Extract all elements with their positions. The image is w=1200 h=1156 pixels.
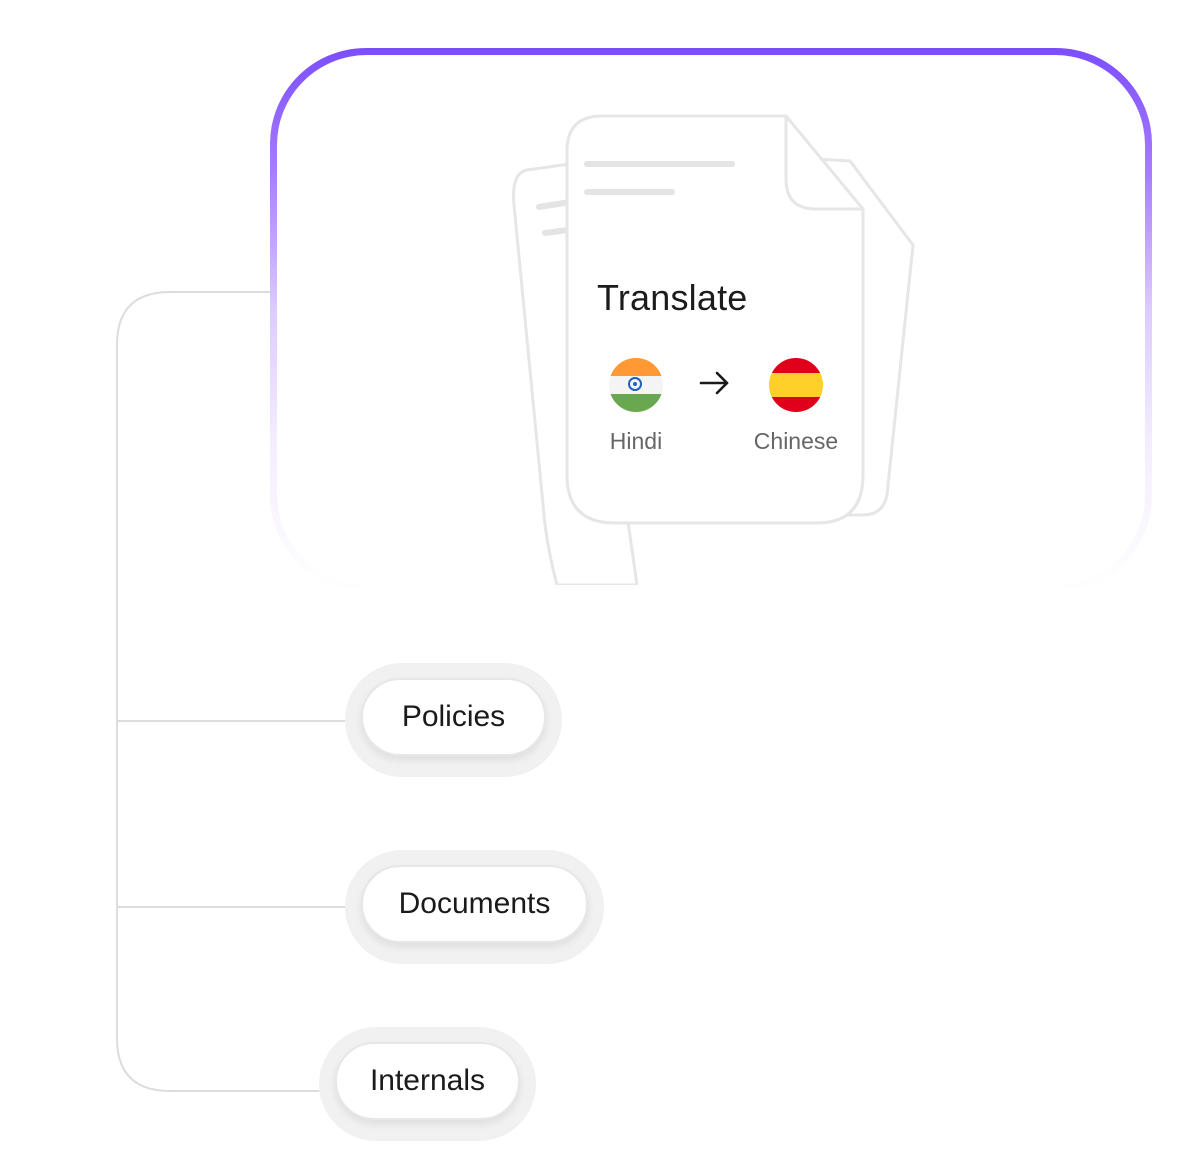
india-flag-icon [609, 358, 663, 412]
translate-card: Translate Hindi Chinese [270, 48, 1152, 592]
front-document [565, 114, 865, 525]
documents-node: Documents [345, 850, 604, 964]
internals-node: Internals [319, 1027, 536, 1141]
source-language-label: Hindi [609, 428, 663, 454]
translate-card-body: Translate Hindi Chinese [277, 55, 1145, 585]
policies-button[interactable]: Policies [361, 678, 546, 756]
target-language-label: Chinese [753, 428, 839, 454]
internals-button[interactable]: Internals [335, 1042, 520, 1120]
translate-title: Translate [597, 277, 748, 318]
arrow-right-icon [699, 371, 729, 395]
document-stack-icon [512, 114, 915, 585]
documents-button[interactable]: Documents [361, 865, 588, 943]
spain-flag-icon [769, 358, 823, 412]
ashoka-chakra [628, 377, 642, 391]
policies-node: Policies [345, 663, 562, 777]
document-fold [784, 116, 863, 211]
trunk-connector [116, 291, 322, 1092]
